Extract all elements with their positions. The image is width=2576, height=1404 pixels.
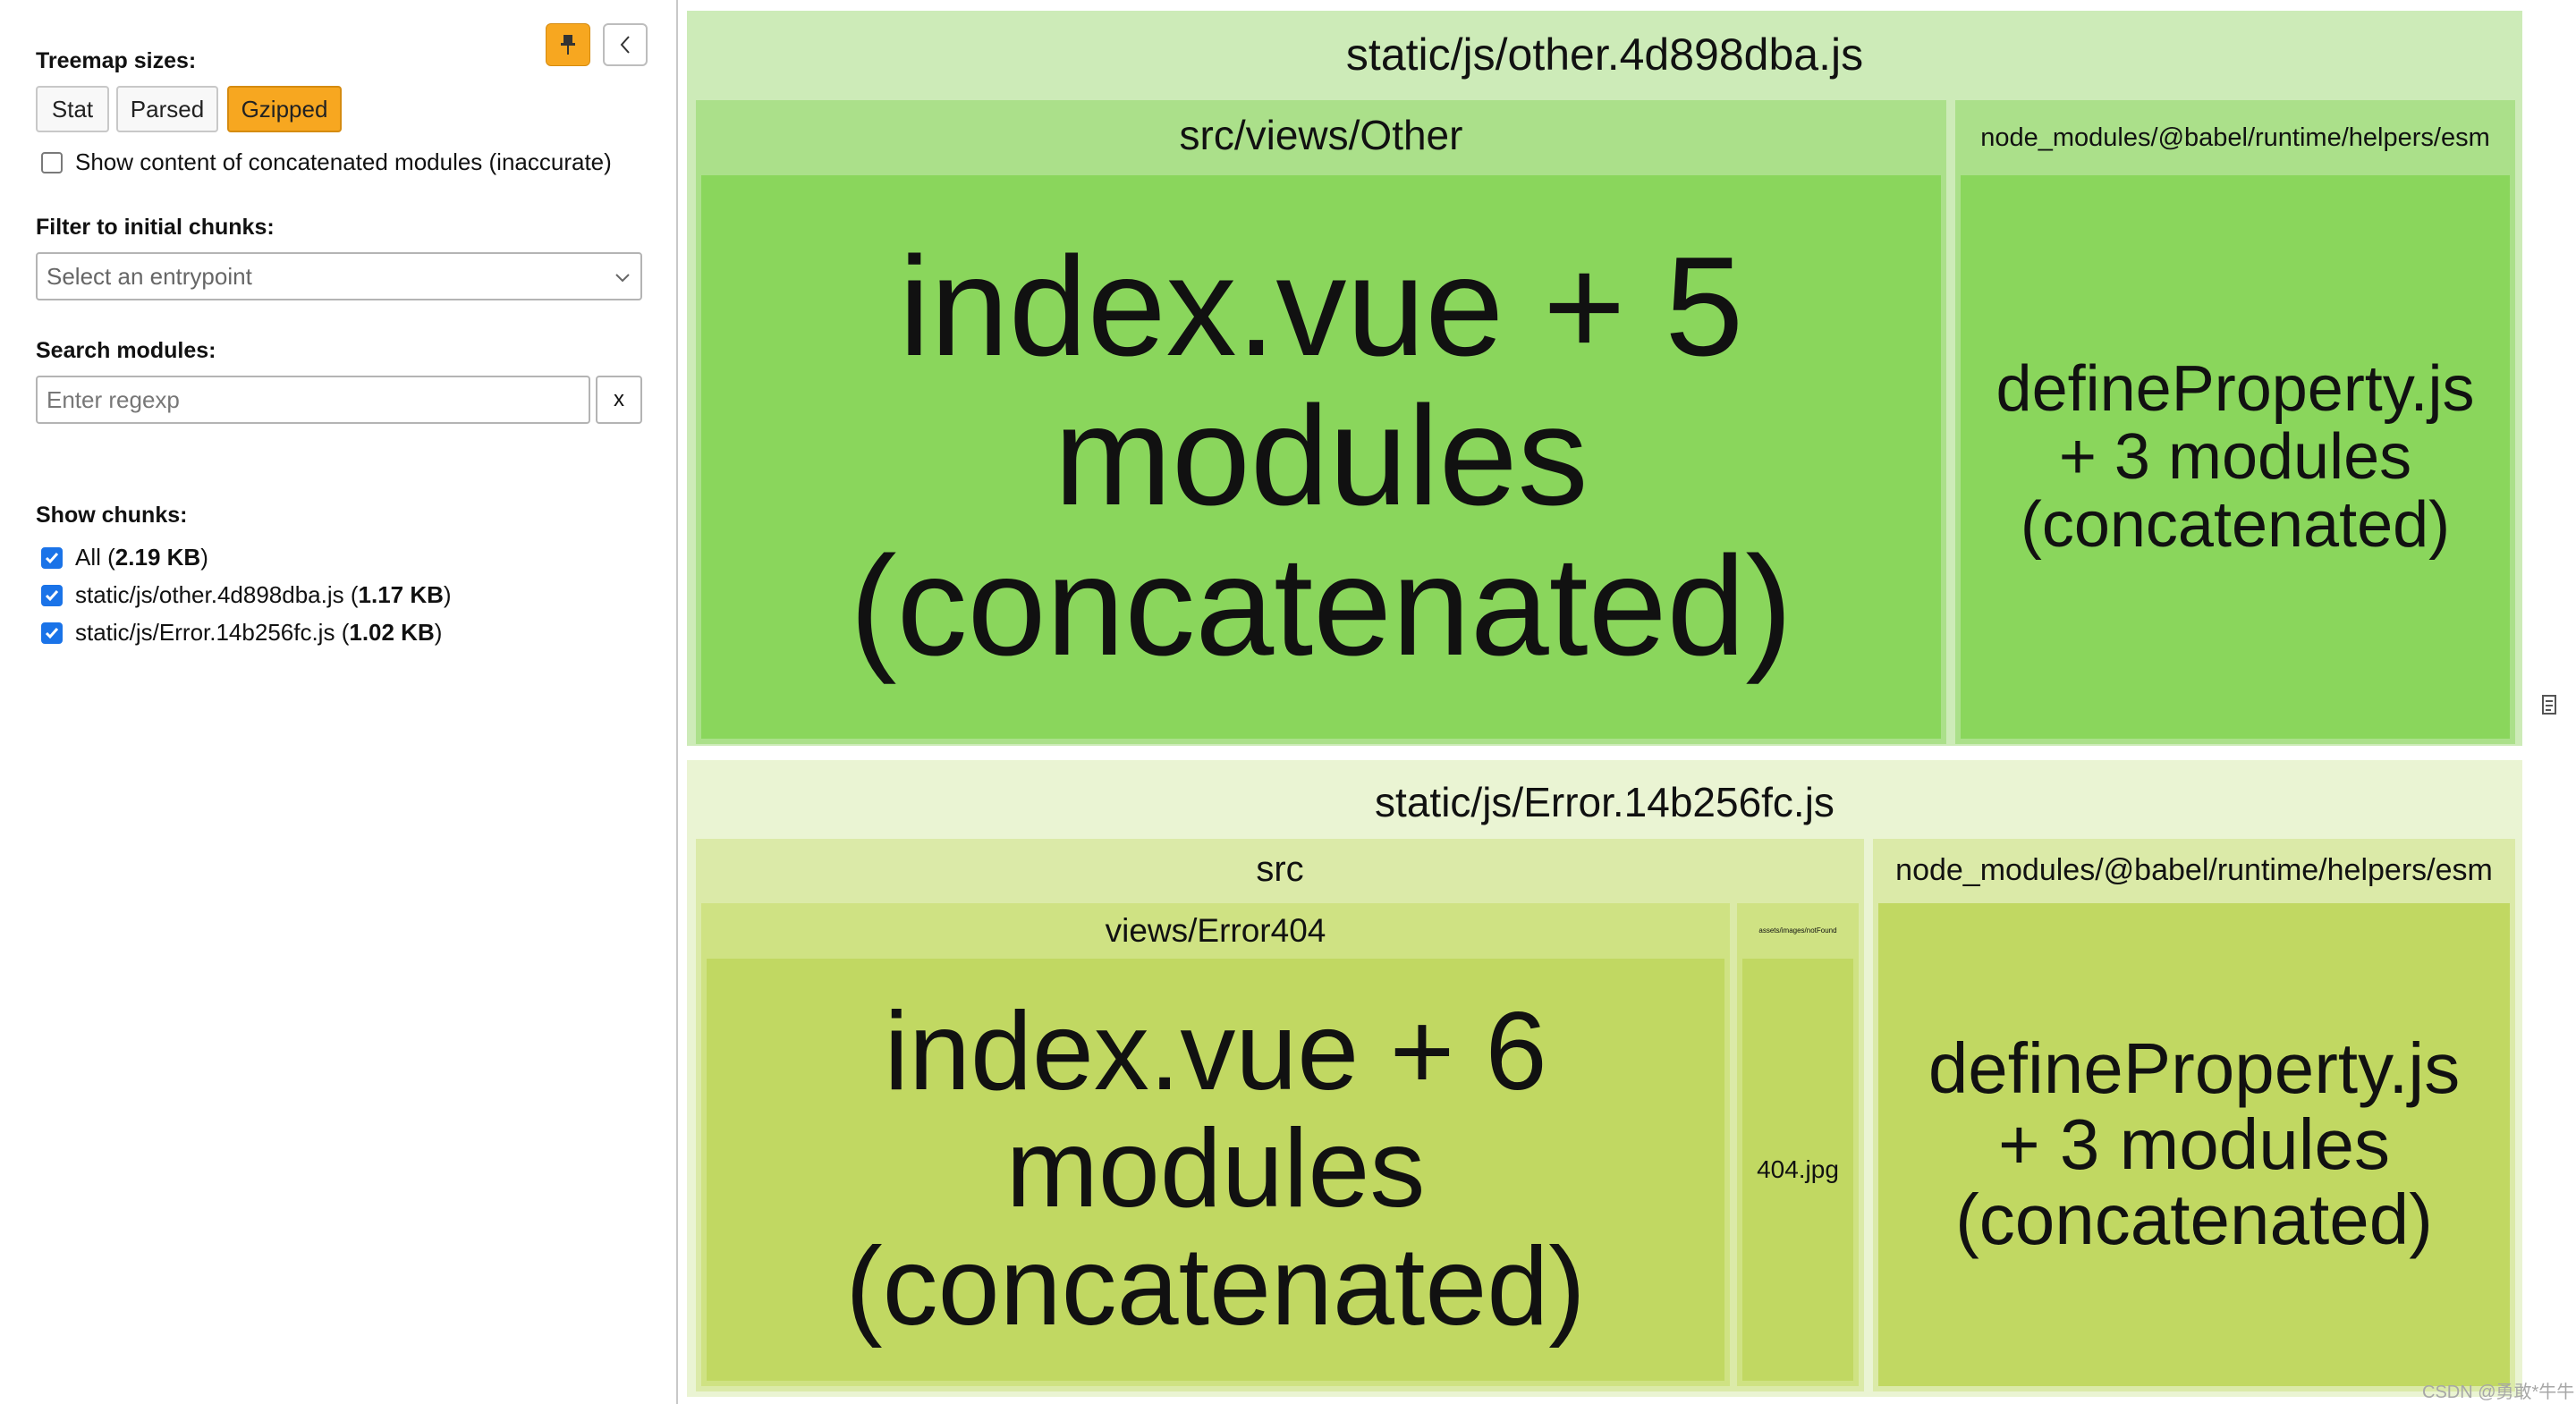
treemap-module-index-vue[interactable]: index.vue + 5 modules (concatenated) [701, 175, 1941, 739]
watermark: CSDN @勇敢*牛牛 [2422, 1383, 2575, 1402]
chunk-label: static/js/other.4d898dba.js [1345, 30, 1864, 80]
module-label: index.vue + 5 modules (concatenated) [849, 227, 1792, 685]
chunk-label: static/js/other.4d898dba.js (1.17 KB) [75, 581, 452, 608]
group-label: views/Error404 [1105, 912, 1326, 949]
concatenated-modules-option[interactable]: Show content of concatenated modules (in… [41, 148, 612, 176]
sidebar: Treemap sizes: Stat Parsed Gzipped Show … [0, 0, 678, 1404]
collapse-sidebar-button[interactable] [603, 23, 648, 66]
checkmark-icon [45, 552, 59, 563]
treemap-chunk-other[interactable]: static/js/other.4d898dba.js src/views/Ot… [687, 11, 2522, 746]
concatenated-modules-checkbox[interactable] [41, 151, 63, 173]
treemap-chunk-error[interactable]: static/js/Error.14b256fc.js src views/Er… [687, 760, 2522, 1397]
module-label: index.vue + 6 modules (concatenated) [845, 989, 1586, 1349]
page-icon [2542, 695, 2556, 715]
group-label: node_modules/@babel/runtime/helpers/esm [1895, 853, 2493, 887]
treemap-group-src[interactable]: src views/Error404 index.vue + 6 modules… [696, 839, 1864, 1391]
module-label: defineProperty.js + 3 modules (concatena… [1996, 352, 2475, 562]
chunk-option-other[interactable]: static/js/other.4d898dba.js (1.17 KB) [41, 581, 452, 609]
chunk-label: static/js/Error.14b256fc.js (1.02 KB) [75, 619, 443, 646]
gzipped-size-button[interactable]: Gzipped [227, 86, 342, 132]
entrypoint-select-value: Select an entrypoint [47, 262, 252, 290]
chunk-checkbox[interactable] [41, 622, 63, 644]
show-chunks-heading: Show chunks: [36, 503, 188, 528]
chunk-checkbox[interactable] [41, 584, 63, 606]
module-label: defineProperty.js + 3 modules (concatena… [1928, 1028, 2461, 1260]
search-input[interactable] [36, 376, 590, 424]
parsed-size-button[interactable]: Parsed [116, 86, 218, 132]
treemap-module-404-jpg[interactable]: 404.jpg [1742, 959, 1853, 1381]
checkmark-icon [45, 627, 59, 639]
treemap-group-views-error404[interactable]: views/Error404 index.vue + 6 modules (co… [701, 903, 1730, 1386]
chevron-left-icon [620, 36, 630, 54]
chunk-checkbox[interactable] [41, 546, 63, 569]
entrypoint-select[interactable]: Select an entrypoint [36, 252, 642, 300]
group-label: src/views/Other [1179, 112, 1463, 158]
clear-search-button[interactable]: x [596, 376, 642, 424]
module-label: 404.jpg [1757, 1155, 1839, 1184]
chunk-label: All (2.19 KB) [75, 544, 208, 571]
pin-icon [561, 35, 575, 55]
pin-sidebar-button[interactable] [546, 23, 590, 66]
treemap-group-babel-helpers[interactable]: node_modules/@babel/runtime/helpers/esm … [1955, 100, 2515, 744]
group-label: src [1256, 850, 1304, 889]
treemap-group-babel-helpers[interactable]: node_modules/@babel/runtime/helpers/esm … [1873, 839, 2515, 1391]
treemap-module-index-vue[interactable]: index.vue + 6 modules (concatenated) [707, 959, 1724, 1381]
concatenated-modules-label: Show content of concatenated modules (in… [75, 148, 612, 175]
chunk-option-error[interactable]: static/js/Error.14b256fc.js (1.02 KB) [41, 619, 442, 647]
treemap-module-defineproperty[interactable]: defineProperty.js + 3 modules (concatena… [1961, 175, 2510, 739]
treemap-group-src-views-other[interactable]: src/views/Other index.vue + 5 modules (c… [696, 100, 1946, 744]
treemap-module-defineproperty[interactable]: defineProperty.js + 3 modules (concatena… [1878, 903, 2510, 1386]
treemap-group-assets-notfound[interactable]: assets/images/notFound 404.jpg [1737, 903, 1859, 1386]
chunk-label: static/js/Error.14b256fc.js [1375, 779, 1835, 825]
filter-heading: Filter to initial chunks: [36, 215, 275, 240]
search-heading: Search modules: [36, 338, 216, 363]
checkmark-icon [45, 589, 59, 601]
stat-size-button[interactable]: Stat [36, 86, 109, 132]
group-label: assets/images/notFound [1758, 926, 1837, 935]
chevron-down-icon [615, 274, 630, 283]
treemap-sizes-heading: Treemap sizes: [36, 48, 197, 73]
chunk-option-all[interactable]: All (2.19 KB) [41, 544, 208, 571]
group-label: node_modules/@babel/runtime/helpers/esm [1980, 123, 2490, 152]
